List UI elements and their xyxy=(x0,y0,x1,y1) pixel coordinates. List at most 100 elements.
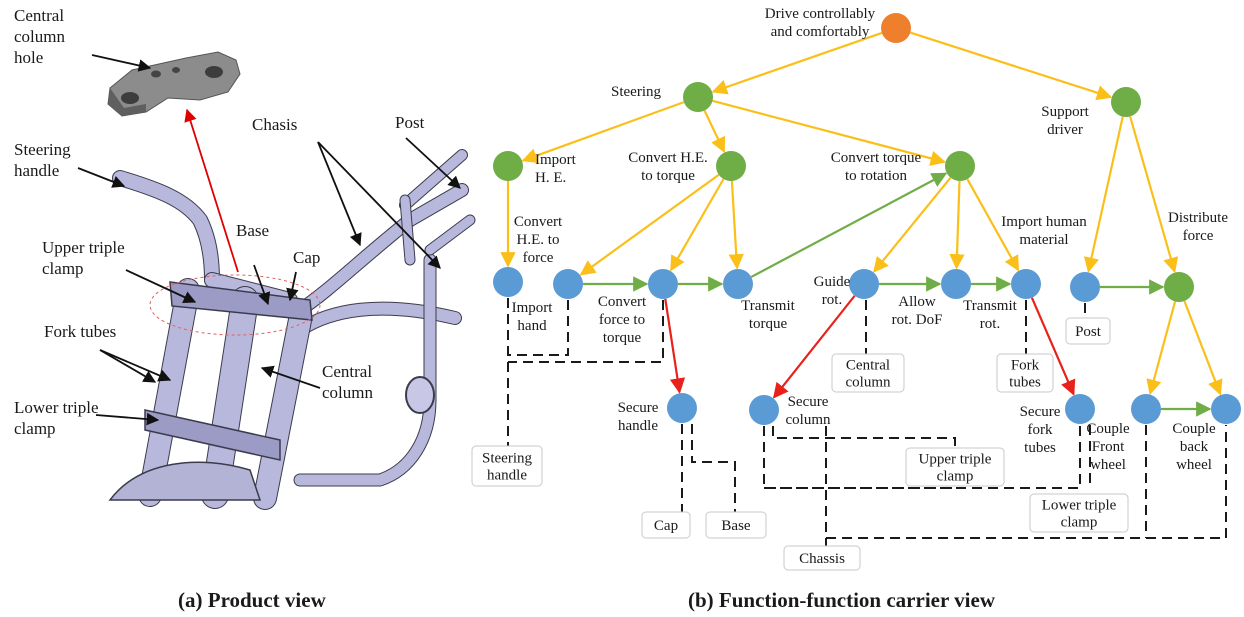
node-secure-handle xyxy=(667,393,697,423)
carrier-label-chassis-box: Chassis xyxy=(799,551,845,567)
node-secure-fork xyxy=(1065,394,1095,424)
node-steering xyxy=(683,82,713,112)
node-label-convert-he-torque: Convert H.E.to torque xyxy=(628,150,708,184)
decomposition-edge-steering-import-he xyxy=(521,101,685,164)
carrier-post-box xyxy=(1065,317,1111,345)
lower-triple-clamp-shape xyxy=(144,409,281,461)
leader-base xyxy=(253,264,271,306)
fork-tube-left xyxy=(139,279,199,506)
link-secure-column-upper-2 xyxy=(772,426,956,456)
decomposition-edge-convert-he-torque-convert-force-torque xyxy=(670,178,725,272)
carrier-central-column-box xyxy=(831,353,905,393)
node-convert-torque-rot xyxy=(945,151,975,181)
node-distribute xyxy=(1164,272,1194,302)
leader-lower-triple-clamp xyxy=(95,412,160,426)
secure-edge-transmit-rot-secure-fork xyxy=(1030,297,1076,396)
post-tube xyxy=(400,195,415,265)
node-post-fn xyxy=(1070,272,1100,302)
node-convert-he-force xyxy=(493,267,523,297)
decomposition-edge-convert-he-torque-import-hand xyxy=(579,173,720,276)
node-couple-front xyxy=(1131,394,1161,424)
handlebar-left xyxy=(113,171,219,287)
carrier-label-cap-box: Cap xyxy=(654,518,678,534)
carrier-chassis-box xyxy=(783,545,861,571)
decomposition-edge-steering-convert-torque-rot xyxy=(712,99,947,166)
caption-a: (a) Product view xyxy=(178,588,326,612)
decomposition-edge-distribute-couple-front xyxy=(1146,301,1177,396)
decomposition-edge-distribute-couple-back xyxy=(1183,300,1223,396)
label-chasis: Chasis xyxy=(252,115,297,134)
link-convert-force-torque-handle xyxy=(508,300,664,363)
highlight-ellipse xyxy=(149,274,321,336)
carrier-label-post-box: Post xyxy=(1075,324,1102,340)
leader-post xyxy=(405,137,461,189)
leader-steering-handle xyxy=(77,167,126,188)
carrier-lower-triple-clamp-box xyxy=(1029,493,1129,533)
leader-chasis-1 xyxy=(317,141,362,247)
secure-edge-convert-force-torque-secure-handle xyxy=(664,298,686,394)
node-import-hand xyxy=(553,269,583,299)
leader-central-column-hole xyxy=(91,54,152,72)
carrier-cap-box xyxy=(641,511,691,539)
edges xyxy=(500,31,1223,417)
link-import-hand-handle xyxy=(508,300,569,356)
triple-clamp-part-image xyxy=(107,51,241,117)
flow-edge-transmit-torque-convert-torque-rot xyxy=(750,172,948,278)
explode-arrow xyxy=(184,108,239,273)
label-base: Base xyxy=(236,221,269,240)
decomposition-edge-convert-torque-rot-allow-rot xyxy=(949,180,965,270)
leader-cap xyxy=(286,271,299,302)
node-transmit-rot xyxy=(1011,269,1041,299)
leader-fork-tubes-2 xyxy=(99,349,172,382)
clamp-part-shadow xyxy=(108,88,146,116)
nodes xyxy=(493,13,1241,425)
node-support xyxy=(1111,87,1141,117)
clamp-part-body xyxy=(107,51,241,117)
link-secure-handle-base xyxy=(691,424,736,514)
node-secure-column xyxy=(749,395,779,425)
decomposition-edge-support-distribute xyxy=(1129,116,1179,274)
label-fork-tubes: Fork tubes xyxy=(44,322,116,341)
leader-upper-triple-clamp xyxy=(125,269,197,303)
node-couple-back xyxy=(1211,394,1241,424)
link-secure-fork-upper xyxy=(764,425,1081,489)
decomposition-edge-drive-steering xyxy=(711,31,883,95)
carrier-upper-triple-clamp-box xyxy=(905,447,1005,487)
node-drive xyxy=(881,13,911,43)
wheel-hub xyxy=(108,461,262,501)
carrier-label-base-box: Base xyxy=(721,518,751,534)
chassis-tube-brace xyxy=(425,215,475,255)
decomposition-edge-convert-torque-rot-guide-rot xyxy=(873,176,952,273)
label-cap: Cap xyxy=(293,248,320,267)
label-post: Post xyxy=(395,113,425,132)
secure-edge-guide-rot-secure-column xyxy=(772,295,856,399)
decomposition-edge-drive-support xyxy=(909,31,1113,101)
